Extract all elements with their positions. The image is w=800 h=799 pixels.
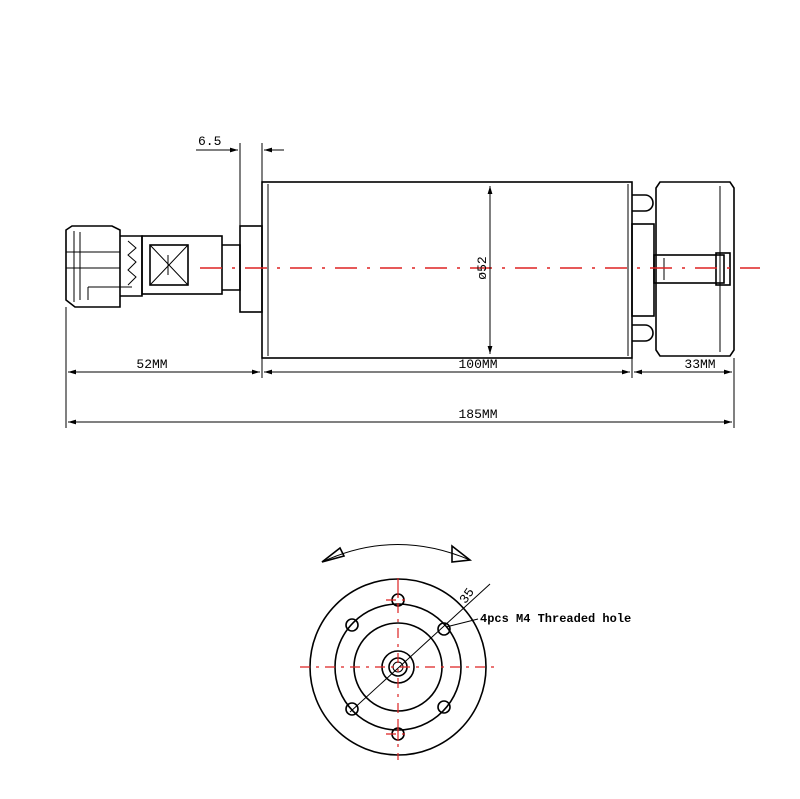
flange-thickness-dimension: 6.5	[196, 134, 284, 226]
shaft-length-label: 33MM	[684, 357, 715, 372]
bolt-circle-dimension: 35	[349, 583, 491, 713]
rear-length-label: 52MM	[136, 357, 167, 372]
motor-body	[261, 181, 633, 359]
bolt-circle-label: 35	[457, 585, 478, 606]
threaded-hole	[345, 702, 359, 716]
threaded-holes	[345, 588, 451, 746]
rotation-arc	[321, 544, 471, 563]
front-flange	[631, 181, 735, 357]
threaded-hole	[437, 622, 451, 636]
diameter-label: ø52	[475, 256, 490, 279]
total-length-label: 185MM	[458, 407, 497, 422]
diameter-dimension: ø52	[475, 186, 493, 354]
threaded-hole	[437, 700, 451, 714]
side-view: ø52 6.5 52MM 100MM 33MM 185MM	[65, 134, 760, 428]
rear-flange	[239, 225, 263, 313]
threaded-hole-note: 4pcs M4 Threaded hole	[480, 612, 631, 626]
body-length-label: 100MM	[458, 357, 497, 372]
flange-thickness-label: 6.5	[198, 134, 221, 149]
threaded-hole	[345, 618, 359, 632]
rear-connector	[65, 225, 241, 308]
length-dimensions: 52MM 100MM 33MM	[68, 357, 732, 375]
front-view: 35 4pcs M4 Threaded hole	[300, 544, 631, 760]
output-shaft	[653, 252, 731, 286]
total-length-dimension: 185MM	[68, 407, 732, 425]
